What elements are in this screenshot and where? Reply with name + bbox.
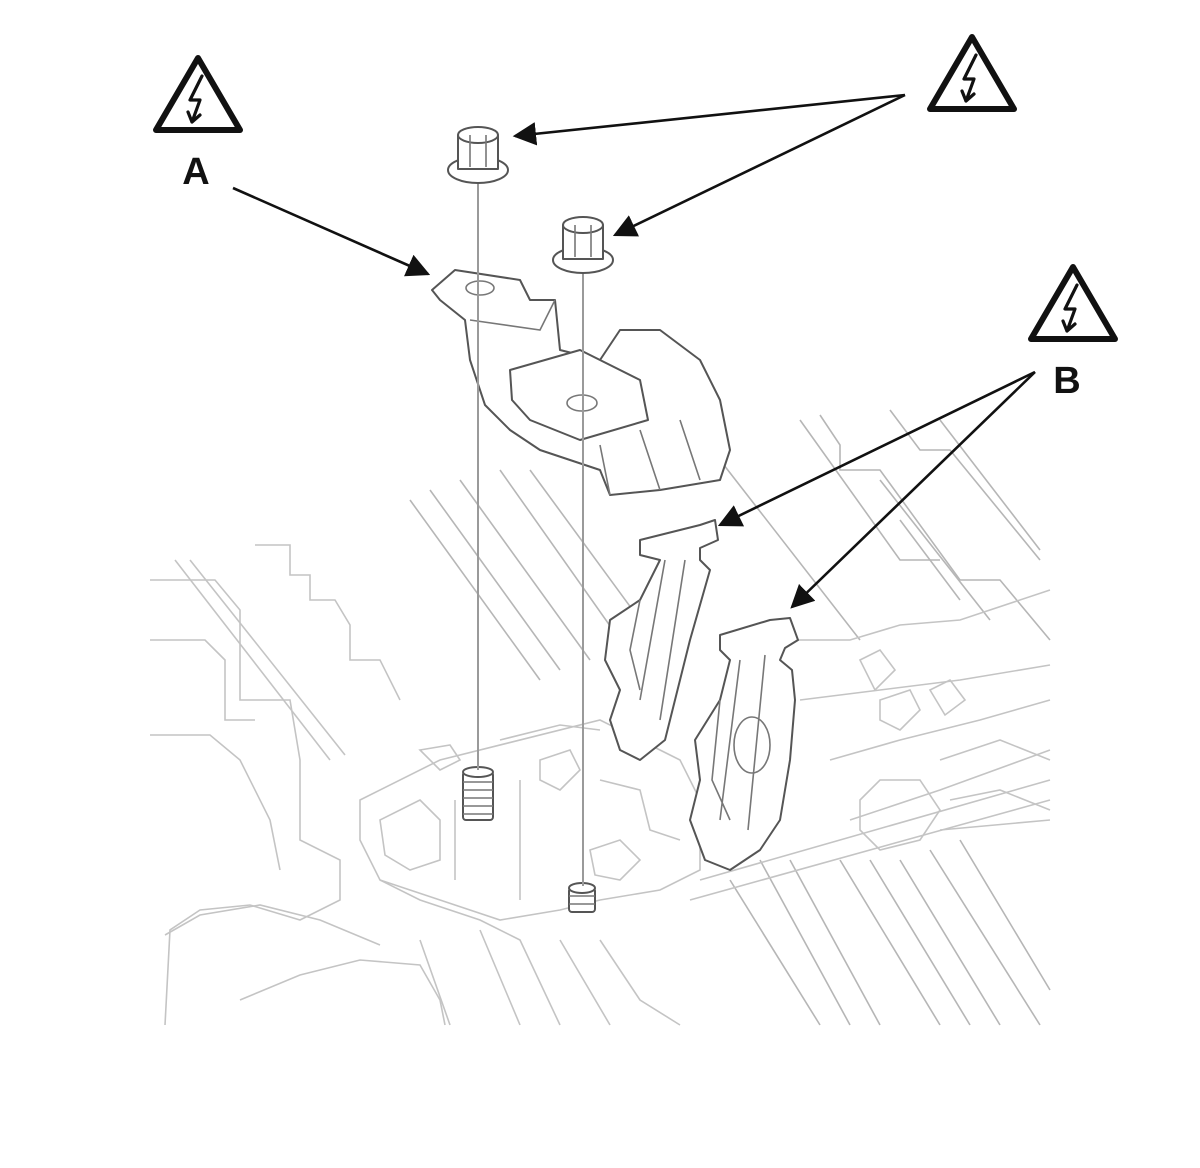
leader-arrow-b-upper xyxy=(717,370,1036,527)
high-voltage-warning-icon xyxy=(930,37,1014,109)
callout-label-a: A xyxy=(182,151,209,193)
leader-arrow-a xyxy=(232,186,431,277)
stud-left xyxy=(462,766,494,821)
stud-right xyxy=(568,882,596,913)
terminal-b-upper xyxy=(604,519,719,761)
terminal-b-lower xyxy=(689,617,799,871)
leader-arrow-b-lower xyxy=(790,371,1036,609)
high-voltage-warning-icon xyxy=(156,58,240,130)
callout-label-b: B xyxy=(1053,360,1080,402)
background-assembly xyxy=(150,409,1051,1026)
leader-arrow-nut-lower xyxy=(612,93,906,237)
leader-arrows xyxy=(232,93,1036,609)
flange-nut-icon xyxy=(552,216,614,274)
flange-nut-icon xyxy=(447,126,509,184)
clamp-a xyxy=(431,269,731,496)
high-voltage-warning-icon xyxy=(1031,267,1115,339)
leader-arrow-nut-upper xyxy=(512,93,906,146)
